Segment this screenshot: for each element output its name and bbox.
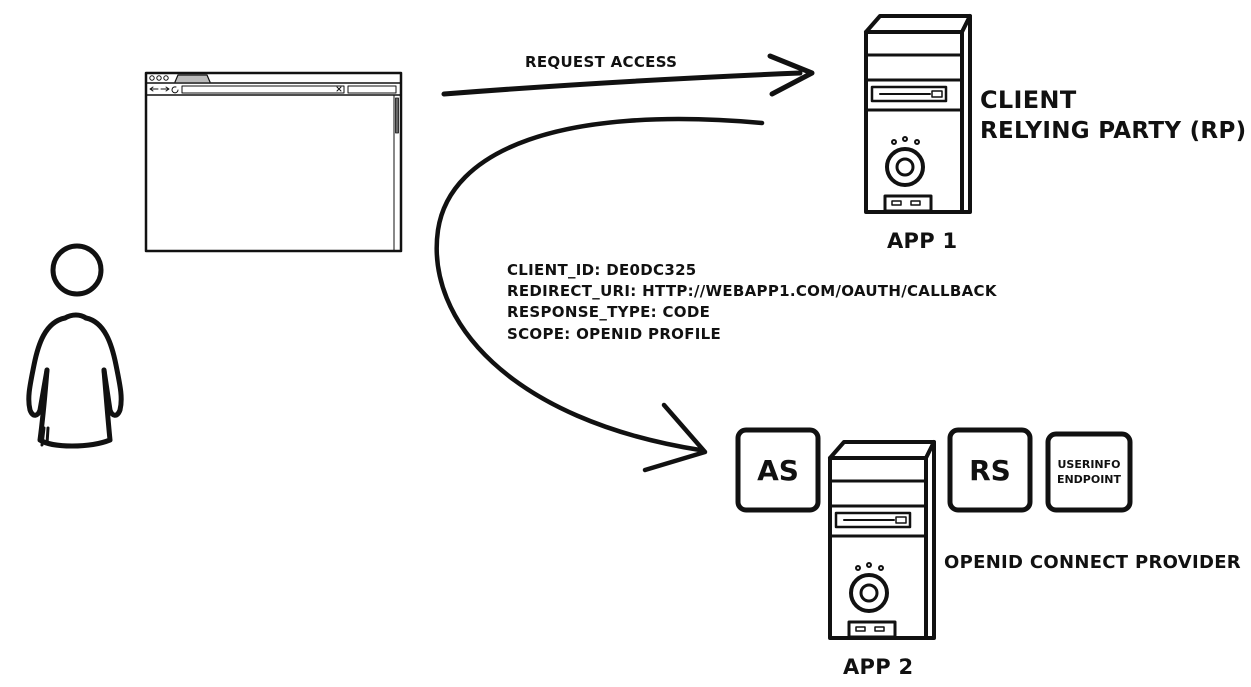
app2-name: APP 2 [843, 655, 914, 679]
as-box [735, 427, 821, 513]
user-person-icon [26, 243, 124, 449]
param-redirect-uri: REDIRECT_URI: HTTP://WEBAPP1.COM/OAUTH/C… [507, 282, 997, 300]
rs-box [947, 427, 1033, 513]
userinfo-endpoint-label: USERINFO ENDPOINT [1048, 434, 1130, 510]
userinfo-endpoint-box [1045, 431, 1133, 513]
app1-role-line2: RELYING PARTY (RP) [980, 118, 1247, 144]
userinfo-line2: ENDPOINT [1056, 473, 1122, 486]
rs-label: RS [969, 453, 1011, 487]
param-scope: SCOPE: OPENID PROFILE [507, 325, 722, 343]
browser-window-icon [144, 71, 403, 253]
app1-role-line1: CLIENT [980, 86, 1077, 114]
app2-server-icon [828, 440, 936, 640]
app1-server-icon [864, 14, 972, 214]
request-access-arrow [441, 53, 815, 97]
request-access-label: REQUEST ACCESS [525, 53, 678, 71]
redirect-arrow [434, 116, 765, 473]
param-client-id: CLIENT_ID: DE0DC325 [507, 261, 697, 279]
param-response-type: RESPONSE_TYPE: CODE [507, 303, 711, 321]
app1-name: APP 1 [887, 229, 958, 253]
provider-label: OPENID CONNECT PROVIDER [944, 552, 1241, 573]
as-label: AS [757, 453, 799, 487]
userinfo-line1: USERINFO [1057, 458, 1121, 471]
